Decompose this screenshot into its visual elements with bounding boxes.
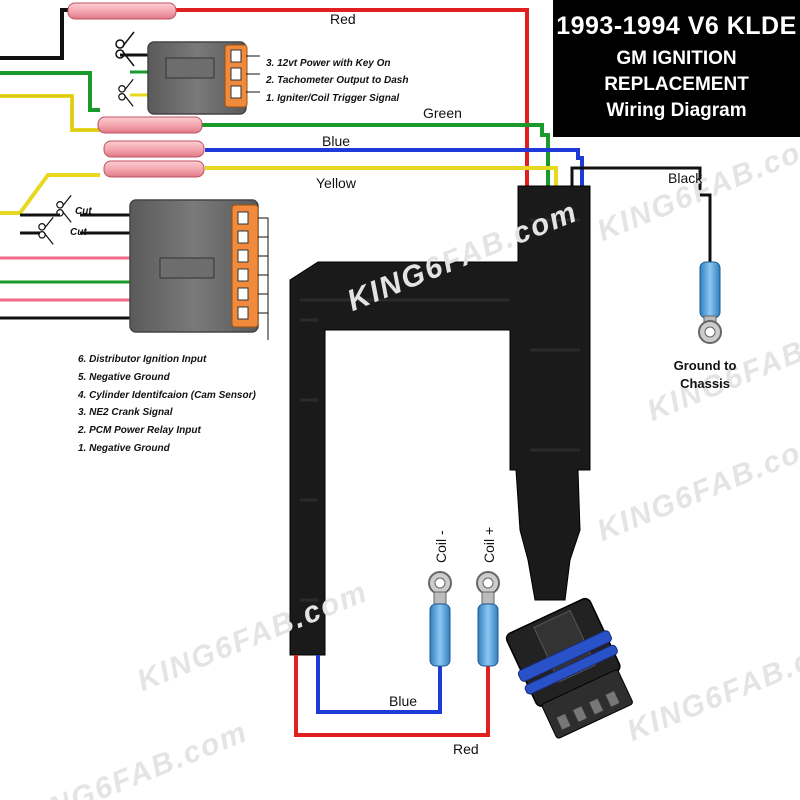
- connector-6pin-label: 3. NE2 Crank Signal: [78, 407, 173, 418]
- green-wire-left: [0, 71, 100, 112]
- yellow-wire-left-lower: [0, 173, 100, 215]
- ring-terminal-ground: [698, 261, 722, 344]
- harness-sheath: [289, 185, 591, 656]
- butt-connector-3: [103, 140, 205, 158]
- wire-label-red-top: Red: [330, 11, 356, 27]
- connector-6pin-label: 4. Cylinder Identifcaion (Cam Sensor): [78, 390, 256, 401]
- wire-label-yellow: Yellow: [316, 175, 356, 191]
- title-line-3: REPLACEMENT: [604, 74, 749, 95]
- connector-3pin-label: 2. Tachometer Output to Dash: [266, 75, 409, 86]
- connector-6pin-label: 2. PCM Power Relay Input: [78, 425, 201, 436]
- butt-connector-4: [103, 160, 205, 178]
- red-wire-top: [175, 8, 529, 188]
- title-line-2: GM IGNITION: [616, 48, 737, 69]
- red-wire-bottom: [294, 655, 490, 737]
- connector-6pin-label: 5. Negative Ground: [78, 372, 170, 383]
- connector-3pin: [147, 41, 260, 115]
- coil-positive-label: Coil +: [481, 526, 497, 563]
- butt-connector-1: [67, 2, 177, 20]
- butt-connector-2: [97, 116, 203, 134]
- connector-3pin-label: 3. 12vt Power with Key On: [266, 58, 391, 69]
- connector-3pin-label: 1. Igniter/Coil Trigger Signal: [266, 93, 400, 104]
- yellow-wire-left: [0, 94, 100, 132]
- green-wire-main: [200, 123, 550, 188]
- ground-label-line-1: Ground to: [673, 358, 737, 373]
- connector-6pin-label: 6. Distributor Ignition Input: [78, 354, 207, 365]
- ground-label-line-2: Chassis: [680, 376, 730, 391]
- blue-wire-bottom: [316, 655, 442, 714]
- wire-label-black: Black: [668, 170, 703, 186]
- title-line-1: 1993-1994 V6 KLDE: [556, 12, 797, 40]
- diagram-title-box: 1993-1994 V6 KLDE GM IGNITION REPLACEMEN…: [553, 0, 800, 137]
- yellow-wire-left-outline: [0, 95, 100, 131]
- scissors-icon: [56, 194, 72, 223]
- yellow-wire-main: [205, 166, 558, 188]
- ring-terminal-coil-negative: [428, 571, 452, 667]
- cut-label: Cut: [75, 206, 92, 217]
- title-line-4: Wiring Diagram: [606, 100, 747, 121]
- connector-6pin-label: 1. Negative Ground: [78, 443, 170, 454]
- ring-terminal-coil-positive: [476, 571, 500, 667]
- wire-label-green: Green: [423, 105, 462, 121]
- scissors-icon: [115, 31, 135, 67]
- harness-texture: [300, 218, 580, 602]
- black-wire-top-left: [0, 8, 80, 60]
- connector-6pin: [129, 199, 269, 340]
- wire-label-blue-bottom: Blue: [389, 693, 418, 709]
- cut-label: Cut: [70, 227, 87, 238]
- ignition-module-connector: [505, 597, 633, 739]
- ground-to-chassis-label: Ground to Chassis: [660, 357, 750, 393]
- scissors-icon: [38, 216, 54, 245]
- wire-label-blue-top: Blue: [322, 133, 351, 149]
- black-wire-ground: [570, 166, 712, 262]
- wire-label-red-bottom: Red: [453, 741, 479, 757]
- scissors-icon: [118, 78, 134, 107]
- coil-negative-label: Coil -: [433, 530, 449, 563]
